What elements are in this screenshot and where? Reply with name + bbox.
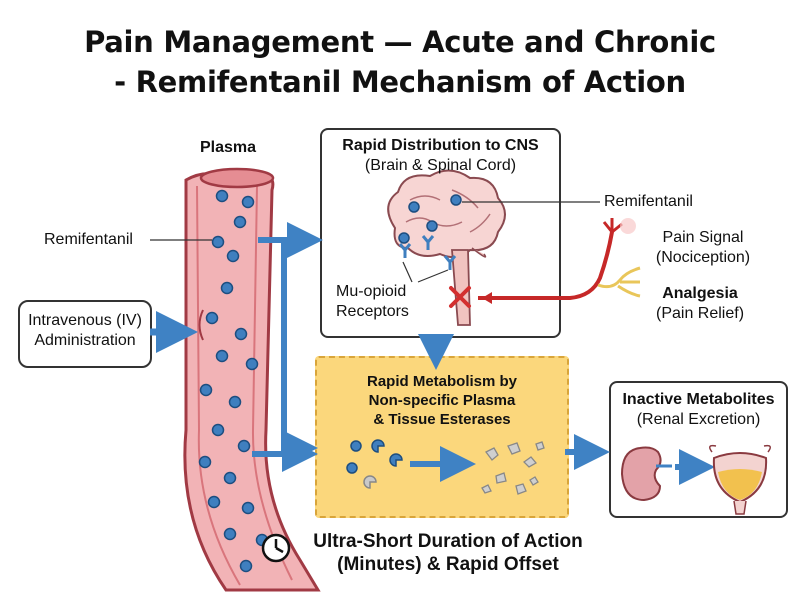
iv-administration-box <box>18 300 152 368</box>
page-title: Pain Management — Acute and Chronic - Re… <box>0 22 800 102</box>
pain-nerve <box>478 218 636 304</box>
plasma-molecules <box>198 189 269 573</box>
iv-line-1: Intravenous (IV) <box>28 312 142 329</box>
cns-title-line: Rapid Distribution to CNS <box>342 137 539 154</box>
receptor-line-1: Mu-opioid <box>336 283 407 300</box>
plasma-label: Plasma <box>200 139 257 156</box>
receptor-pointers <box>402 261 449 283</box>
metabolites-title: Inactive Metabolites <box>622 391 775 408</box>
duration-label: Ultra-Short Duration of Action (Minutes)… <box>298 530 598 576</box>
brain-icon <box>387 169 506 326</box>
distribution-arrows <box>252 222 715 485</box>
fragment-molecules <box>481 441 545 495</box>
iv-administration-label: Intravenous (IV) Administration <box>18 311 152 351</box>
bladder-icon <box>709 444 771 515</box>
metabolism-line-1: Rapid Metabolism by <box>366 373 518 390</box>
cns-remifentanil-label: Remifentanil <box>604 193 693 210</box>
pain-signal-label: Pain Signal (Nociception) <box>648 228 758 268</box>
receptor-label: Mu-opioid Receptors <box>336 282 409 322</box>
metabolites-subtitle: (Renal Excretion) <box>636 411 761 428</box>
metabolism-label: Rapid Metabolism by Non-specific Plasma … <box>315 372 569 429</box>
pain-signal-line-1: Pain Signal <box>662 229 744 246</box>
iv-line-2: Administration <box>34 332 136 349</box>
metabolism-molecules <box>346 439 403 489</box>
metabolism-line-3: & Tissue Esterases <box>373 411 511 428</box>
metabolism-line-2: Non-specific Plasma <box>368 392 516 409</box>
kidney-icon <box>620 446 672 502</box>
pain-signal-line-2: (Nociception) <box>655 249 751 266</box>
block-x-icon <box>449 286 471 308</box>
analgesia-nerve <box>597 266 641 298</box>
receptor-line-2: Receptors <box>336 303 409 320</box>
duration-line-1: Ultra-Short Duration of Action <box>313 531 583 552</box>
cns-subtitle-line: (Brain & Spinal Cord) <box>364 157 517 174</box>
duration-line-2: (Minutes) & Rapid Offset <box>337 554 559 575</box>
plasma-remifentanil-label: Remifentanil <box>44 231 133 248</box>
clock-icon <box>261 533 291 563</box>
analgesia-label: Analgesia (Pain Relief) <box>650 284 750 324</box>
mu-opioid-receptors <box>398 235 457 270</box>
metabolites-label: Inactive Metabolites (Renal Excretion) <box>609 390 788 430</box>
analgesia-subtitle: (Pain Relief) <box>655 305 745 322</box>
blood-vessel <box>183 167 321 592</box>
cns-molecules <box>398 194 462 244</box>
cns-title: Rapid Distribution to CNS (Brain & Spina… <box>322 136 559 176</box>
title-line-2: - Remifentanil Mechanism of Action <box>114 65 686 99</box>
title-line-1: Pain Management — Acute and Chronic <box>84 25 716 59</box>
analgesia-title: Analgesia <box>662 285 738 302</box>
